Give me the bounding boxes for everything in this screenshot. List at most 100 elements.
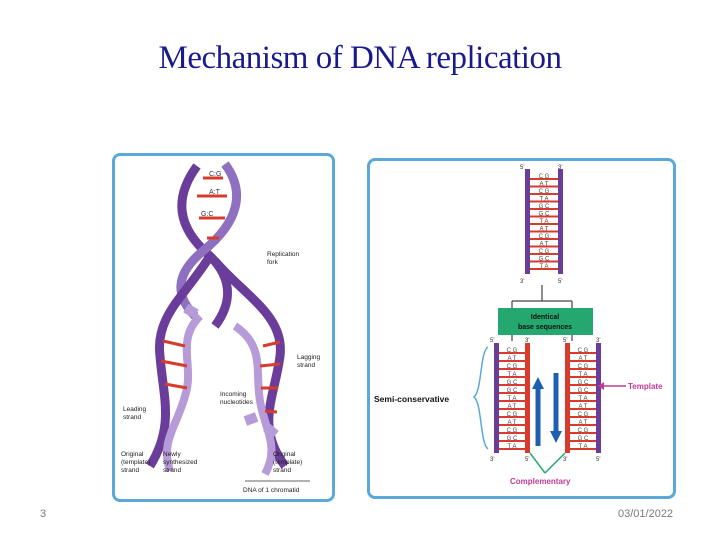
- incoming-nucleotides-label: nucleotides: [220, 399, 254, 406]
- five-prime-label: 5': [490, 338, 494, 344]
- identical-sequences-box: [498, 308, 593, 335]
- base-pair-label: T A: [508, 396, 517, 402]
- original-template-right-label: Original: [273, 451, 296, 458]
- three-prime-label: 3': [563, 457, 567, 463]
- base-pair-label: A T: [579, 356, 588, 362]
- base-pair-label: C G: [539, 174, 550, 180]
- leading-strand-label: Leading: [123, 406, 147, 413]
- replication-fork-panel: C:G A:T G:C Replication fork: [112, 153, 335, 502]
- base-pair-label: A T: [540, 227, 549, 233]
- bottom-left-template-strand: [494, 343, 499, 453]
- semi-conservative-diagram: C GA TC GT AG CG CT AA TC GA TC GG CT A …: [374, 165, 663, 486]
- newly-synthesized-label: synthesized: [163, 459, 198, 466]
- base-pair-label: C G: [578, 364, 589, 370]
- parental-strand-1: [177, 163, 232, 329]
- base-pair-label: C G: [507, 364, 518, 370]
- replication-fork-diagram: C:G A:T G:C Replication fork: [121, 161, 321, 494]
- original-template-right-label: strand: [273, 467, 291, 474]
- five-prime-label: 5': [558, 279, 562, 285]
- base-pair-label: G C: [578, 388, 589, 394]
- branch-rungs: [160, 339, 281, 414]
- pair-label: C:G: [209, 171, 221, 178]
- base-pair-label: G C: [539, 204, 550, 210]
- base-pair-label: A T: [579, 404, 588, 410]
- base-pair-label: G C: [539, 212, 550, 218]
- base-pair-label: G C: [578, 380, 589, 386]
- lagging-new-strand: [232, 322, 276, 476]
- original-template-left-label: (template): [121, 459, 150, 466]
- bottom-right-new-strand: [565, 343, 570, 453]
- slide-date: 03/01/2022: [618, 508, 674, 520]
- base-pair-label: T A: [579, 396, 588, 402]
- base-pair-label: T A: [540, 197, 549, 203]
- three-prime-label: 3': [520, 279, 524, 285]
- semi-conservative-label: Semi-conservative: [374, 394, 449, 404]
- lagging-strand-label: strand: [297, 362, 315, 369]
- template-arrowhead: [598, 382, 604, 390]
- newly-synthesized-label: Newly: [163, 451, 181, 458]
- newly-synthesized-label: strand: [163, 467, 181, 474]
- base-pair-label: A T: [508, 420, 517, 426]
- top-rungs: [197, 176, 227, 240]
- complementary-arrow: [529, 452, 546, 474]
- top-right-strand: [558, 169, 563, 274]
- base-pair-label: C G: [578, 412, 589, 418]
- base-pair-label: G C: [578, 436, 589, 442]
- base-pair-label: T A: [540, 219, 549, 225]
- base-pair-label: C G: [578, 348, 589, 354]
- incoming-nucleotides-label: Incoming: [220, 391, 247, 398]
- left-base-pairs: C G A T C G T A G C G C T A A T C G A T C G G C T A: [499, 348, 525, 450]
- complementary-arrow: [544, 452, 566, 474]
- base-pair-label: A T: [540, 182, 549, 188]
- base-pair-label: A T: [508, 404, 517, 410]
- base-pair-label: G C: [507, 436, 518, 442]
- base-pair-label: G C: [507, 388, 518, 394]
- five-prime-label: 5': [563, 338, 567, 344]
- base-pair-label: G C: [507, 380, 518, 386]
- pair-label: A:T: [209, 189, 221, 196]
- base-pair-label: T A: [508, 372, 517, 378]
- leading-strand-label: strand: [123, 414, 141, 421]
- five-prime-label: 5': [520, 165, 524, 171]
- base-pair-label: C G: [539, 189, 550, 195]
- base-pair-label: A T: [540, 242, 549, 248]
- replication-fork-label: Replication: [267, 251, 300, 258]
- base-pair-label: G C: [539, 257, 550, 263]
- base-pair-label: C G: [507, 348, 518, 354]
- complementary-label: Complementary: [510, 477, 571, 486]
- base-pair-label: A T: [508, 356, 517, 362]
- base-pair-label: C G: [507, 428, 518, 434]
- base-pair-label: C G: [539, 234, 550, 240]
- template-label: Template: [628, 382, 663, 391]
- base-pair-label: T A: [508, 444, 517, 450]
- free-nucleotides: [183, 303, 279, 439]
- five-prime-label: 5': [525, 457, 529, 463]
- base-pair-label: C G: [507, 412, 518, 418]
- original-template-left-label: strand: [121, 467, 139, 474]
- base-pair-label: C G: [578, 428, 589, 434]
- bottom-left-new-strand: [525, 343, 530, 453]
- base-pair-label: C G: [539, 249, 550, 255]
- bottom-right-template-strand: [596, 343, 601, 453]
- three-prime-label: 3': [558, 165, 562, 171]
- base-pair-label: T A: [540, 264, 549, 270]
- right-base-pairs: C GA TC GT AG CG CT AA TC GA TC GG CT A: [570, 348, 596, 450]
- left-template-strand: [146, 253, 214, 469]
- original-template-right-label: (template): [273, 459, 302, 466]
- leading-new-strand: [162, 313, 204, 473]
- three-prime-label: 3': [525, 338, 529, 344]
- top-base-pairs: C GA TC GT AG CG CT AA TC GA TC GG CT A: [530, 174, 558, 270]
- five-prime-label: 5': [596, 457, 600, 463]
- replication-fork-label: fork: [267, 259, 279, 266]
- lagging-strand-label: Lagging: [297, 354, 321, 361]
- identical-box-label: base sequences: [518, 324, 572, 331]
- chromatid-label: DNA of 1 chromatid: [243, 487, 300, 494]
- semi-conservative-bracket: [472, 346, 489, 450]
- pair-label: G:C: [201, 211, 213, 218]
- base-pair-label: T A: [579, 444, 588, 450]
- identical-box-label: Identical: [531, 314, 559, 321]
- slide-title: Mechanism of DNA replication: [158, 40, 562, 76]
- original-template-left-label: Original: [121, 451, 144, 458]
- base-pair-label: A T: [579, 420, 588, 426]
